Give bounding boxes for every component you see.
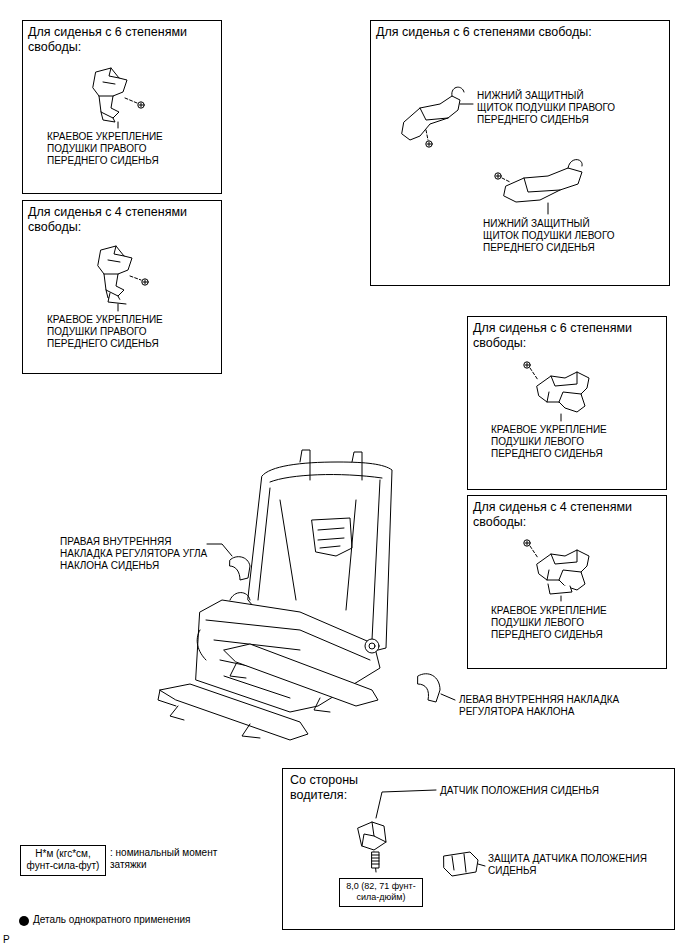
part-name: КРАЕВОЕ УКРЕПЛЕНИЕ ПОДУШКИ ПРАВОГО ПЕРЕД… [47,131,189,167]
torque-value: 8,0 (82, 71 фунт-сила-дюйм) [343,881,419,903]
box-heading: Для сиденья с 6 степенями свободы: [28,25,213,55]
legend-text: Деталь однократного применения [33,914,253,926]
variant-box: Для сиденья с 4 степенями свободы: КРАЕВО… [467,495,667,669]
part-name: КРАЕВОЕ УКРЕПЛЕНИЕ ПОДУШКИ ЛЕВОГО ПЕРЕДН… [491,424,641,460]
box-heading: Для сиденья с 4 степенями свободы: [28,205,213,235]
part-name: ЗАЩИТА ДАТЧИКА ПОЛОЖЕНИЯ СИДЕНЬЯ [488,853,648,877]
legend-text: : номинальный момент затяжки [110,847,220,871]
box-heading: Со стороны водителя: [290,773,380,803]
variant-box: Для сиденья с 6 степенями свободы: КРАЕВО… [467,316,667,490]
variant-box: Для сиденья с 6 степенями свободы: КРАЕВО… [22,20,222,194]
variant-box: Для сиденья с 6 степенями свободы: НИЖНИЙ… [370,20,670,286]
torque-box: 8,0 (82, 71 фунт-сила-дюйм) [339,878,423,907]
variant-box: Для сиденья с 4 степенями свободы: КРАЕВО… [22,200,222,374]
part-name: КРАЕВОЕ УКРЕПЛЕНИЕ ПОДУШКИ ПРАВОГО ПЕРЕД… [47,314,189,350]
box-heading: Для сиденья с 6 степенями свободы: [473,321,658,351]
part-name: ЛЕВАЯ ВНУТРЕННЯЯ НАКЛАДКА РЕГУЛЯТОРА НАК… [459,694,664,718]
part-name: КРАЕВОЕ УКРЕПЛЕНИЕ ПОДУШКИ ЛЕВОГО ПЕРЕДН… [491,605,641,641]
box-heading: Для сиденья с 6 степенями свободы: [376,25,666,40]
driver-side-box: Со стороны водителя: ДАТЧИК ПОЛОЖЕНИЯ СИД… [282,768,675,930]
part-name: НИЖНИЙ ЗАЩИТНЫЙ ЩИТОК ПОДУШКИ ПРАВОГО ПЕ… [477,90,619,126]
torque-legend-box: Н*м (кгс*см, фунт-сила-фут) [20,845,106,876]
legend-dot [19,916,29,926]
box-heading: Для сиденья с 4 степенями свободы: [473,500,658,530]
torque-units: Н*м (кгс*см, фунт-сила-фут) [24,848,102,872]
part-name: ПРАВАЯ ВНУТРЕННЯЯ НАКЛАДКА РЕГУЛЯТОРА УГ… [60,536,210,572]
part-name: ДАТЧИК ПОЛОЖЕНИЯ СИДЕНЬЯ [440,785,660,797]
page-mark: P [3,934,23,946]
part-name: НИЖНИЙ ЗАЩИТНЫЙ ЩИТОК ПОДУШКИ ЛЕВОГО ПЕР… [483,218,625,254]
